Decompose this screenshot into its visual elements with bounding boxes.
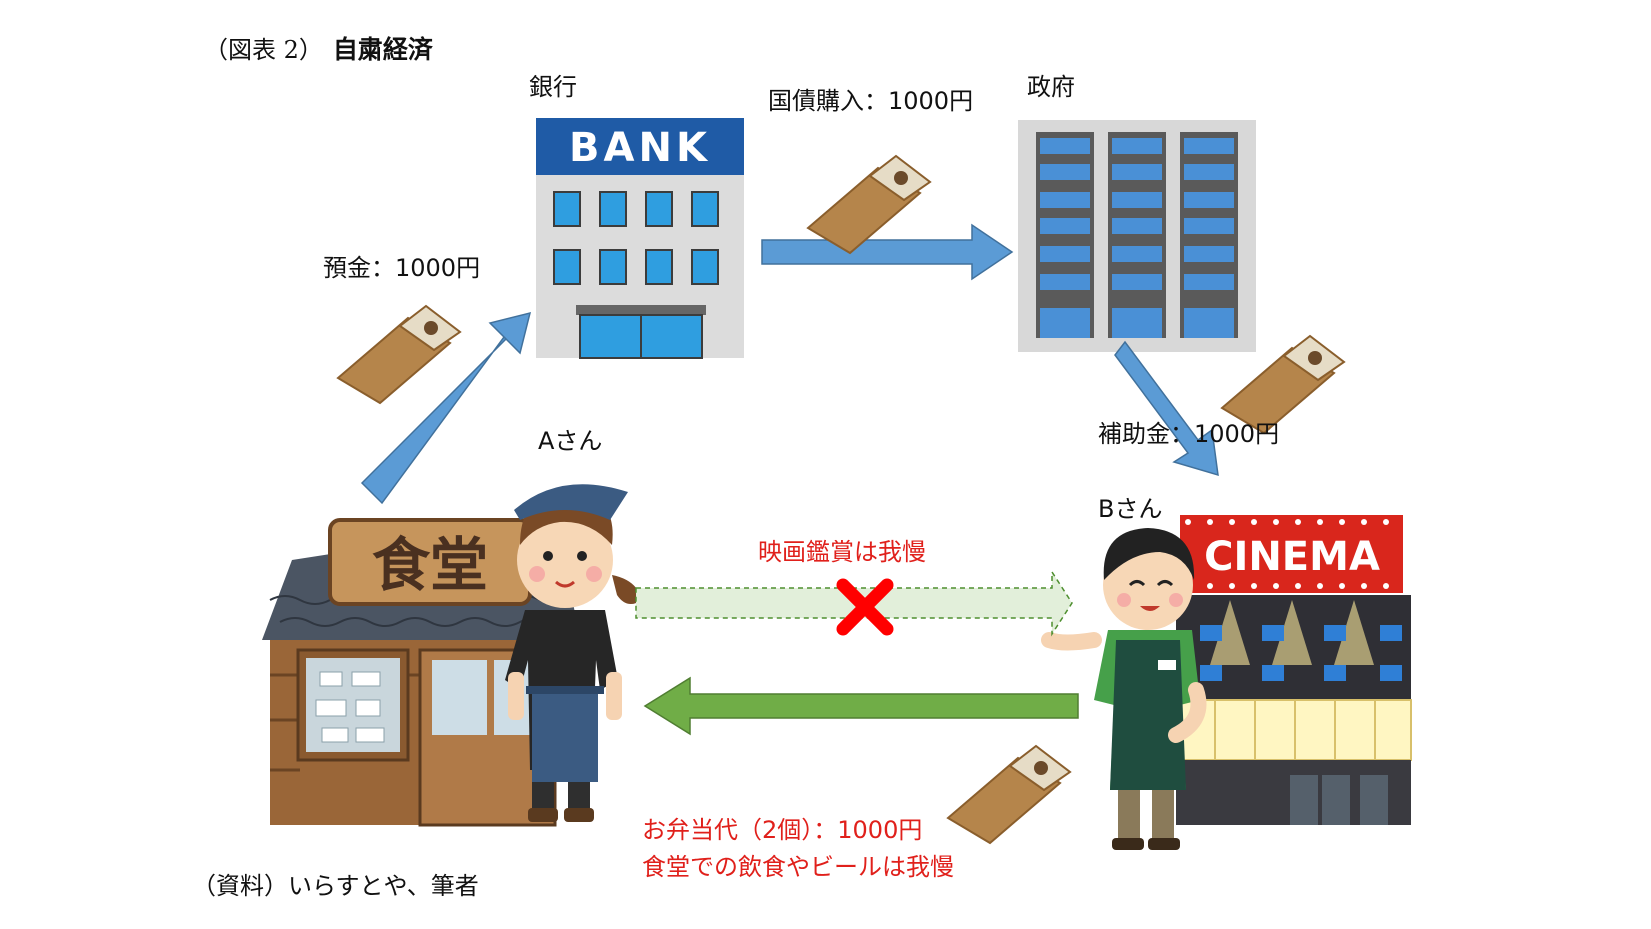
person-b-figure <box>1041 528 1207 850</box>
restaurant-building: 食堂 <box>262 518 580 827</box>
person-a-figure <box>505 484 642 822</box>
cancel-cross-icon <box>836 578 894 636</box>
source-note: （資料）いらすとや、筆者 <box>192 872 479 900</box>
person-a-label: Aさん <box>538 427 603 455</box>
subsidy-arrow <box>1114 340 1219 477</box>
money-envelope-icon <box>807 155 931 254</box>
bento-payment-arrow <box>643 676 1079 736</box>
bank-building: BANK <box>536 118 744 359</box>
figure-title: （図表 2） 自粛経済 <box>204 30 433 66</box>
deposit-arrow <box>360 311 532 505</box>
restaurant-restraint-label: 食堂での飲食やビールは我慢 <box>642 853 954 881</box>
bank-label: 銀行 <box>529 73 577 101</box>
figure-title-main: 自粛経済 <box>332 35 433 64</box>
movie-restraint-label: 映画鑑賞は我慢 <box>758 538 926 566</box>
cinema-sign-text: CINEMA <box>1204 534 1380 580</box>
figure-title-prefix: （図表 2） <box>204 36 323 64</box>
bank-sign-text: BANK <box>569 125 711 171</box>
subsidy-label: 補助金：1000円 <box>1098 420 1280 448</box>
government-building <box>1018 120 1256 352</box>
bond-purchase-label: 国債購入：1000円 <box>768 87 974 115</box>
restaurant-sign-text: 食堂 <box>372 531 488 599</box>
bond-purchase-arrow <box>761 223 1014 281</box>
bento-cost-label: お弁当代（2個）：1000円 <box>642 816 923 844</box>
deposit-label: 預金：1000円 <box>323 254 481 282</box>
money-envelope-icon <box>947 745 1071 844</box>
money-envelope-icon <box>337 305 461 404</box>
government-label: 政府 <box>1027 73 1075 101</box>
person-b-label: Bさん <box>1098 495 1163 523</box>
cinema-building: CINEMA <box>1175 515 1412 825</box>
